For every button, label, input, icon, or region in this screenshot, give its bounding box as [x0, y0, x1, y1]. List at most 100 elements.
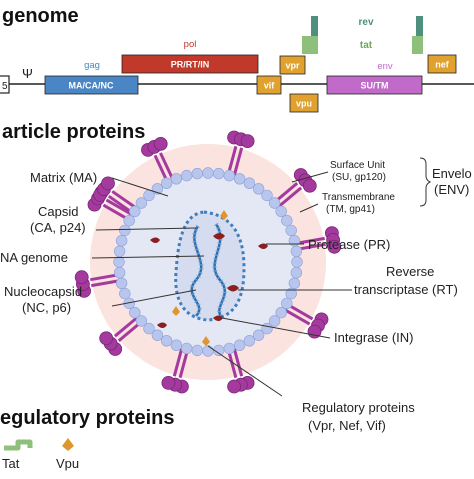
gag-top-label: gag — [84, 60, 100, 71]
nef-gene — [427, 54, 457, 74]
membrane-lipid — [135, 197, 148, 209]
tat-icon — [4, 439, 33, 451]
rt-label-1: Reverse — [386, 264, 434, 279]
membrane-lipid — [113, 267, 126, 279]
membrane-lipid — [115, 235, 128, 247]
membrane-lipid — [135, 315, 148, 327]
membrane-lipid — [285, 287, 297, 300]
rna-bases-1 — [189, 224, 204, 318]
envelope-bracket — [419, 157, 432, 207]
membrane-lipid — [291, 256, 303, 268]
ltr-box — [0, 75, 10, 94]
rev-exon-1 — [311, 16, 318, 36]
regulatory-label-2: (Vpr, Nef, Vif) — [308, 418, 386, 433]
membrane-lipid — [170, 173, 183, 185]
env-box-label: SU/TM — [361, 81, 389, 91]
membrane-lipid — [252, 329, 265, 341]
membrane-lipid — [202, 167, 214, 179]
membrane-lipid — [281, 214, 293, 227]
protease-label: Protease (PR) — [308, 237, 390, 252]
vpu-icon — [62, 438, 74, 451]
membrane-lipid — [113, 245, 126, 258]
membrane-lipid — [115, 277, 128, 289]
rna-genome-label: NA genome — [0, 250, 68, 265]
particle-heading: article proteins — [2, 121, 145, 143]
membrane-lipid — [290, 267, 303, 279]
regulatory-protein-1 — [220, 210, 228, 220]
regulatory-leader — [207, 345, 283, 397]
su-label-1: Surface Unit — [330, 160, 385, 171]
nef-label: nef — [435, 60, 450, 70]
membrane-lipid — [191, 344, 204, 357]
regulatory-heading: egulatory proteins — [0, 407, 174, 429]
gag-box-label: MA/CA/NC — [69, 81, 114, 91]
membrane-lipid — [160, 177, 173, 189]
matrix-leader — [111, 177, 169, 197]
membrane-lipid — [223, 342, 236, 355]
gag-gene — [44, 75, 139, 95]
glycoprotein-spikes — [74, 130, 342, 394]
env-top-label: env — [377, 61, 393, 72]
capsid-label-1: Capsid — [38, 204, 78, 219]
membrane-lipid — [129, 205, 141, 218]
vif-label: vif — [264, 81, 276, 91]
membrane-lipid — [113, 256, 125, 268]
membrane-lipid — [275, 306, 287, 319]
matrix-label: Matrix (MA) — [30, 170, 97, 185]
membrane-lipid — [119, 287, 131, 300]
membrane-lipid — [170, 339, 183, 351]
membrane-lipid — [290, 245, 303, 258]
genome-heading: genome — [2, 5, 79, 27]
membrane-lipid — [243, 335, 256, 347]
membrane-lipid — [202, 345, 214, 357]
nucleocapsid-leader — [111, 289, 197, 307]
tat-exon-2 — [412, 36, 423, 54]
lipid-membrane — [113, 167, 303, 357]
membrane-lipid — [181, 342, 193, 355]
vpr-label: vpr — [285, 61, 300, 71]
membrane-lipid — [129, 306, 141, 319]
membrane-lipid — [119, 224, 131, 237]
tat-label: tat — [360, 40, 373, 51]
psi-label: Ψ — [22, 66, 33, 81]
glycoprotein-spike — [74, 270, 124, 298]
nucleocapsid-label-2: (NC, p6) — [22, 300, 71, 315]
membrane-lipid — [143, 322, 155, 335]
nucleocapsid-label-1: Nucleocapsid — [4, 284, 82, 299]
membrane-lipid — [181, 169, 193, 182]
integrase-label: Integrase (IN) — [334, 330, 413, 345]
tm-label-1: Transmembrane — [322, 192, 395, 203]
vpr-gene — [279, 55, 306, 75]
pol-top-label: pol — [184, 39, 197, 50]
capsid-label-2: (CA, p24) — [30, 220, 86, 235]
regulatory-protein-3 — [202, 336, 210, 346]
membrane-lipid — [233, 173, 246, 185]
membrane-lipid — [191, 167, 204, 180]
tm-leader — [299, 203, 319, 213]
vpu-legend-label: Vpu — [56, 456, 79, 471]
integrase-enzyme — [157, 315, 223, 328]
rev-exon-2 — [416, 16, 423, 36]
membrane-lipid — [243, 177, 256, 189]
membrane-lipid — [252, 183, 265, 195]
su-leader — [291, 171, 329, 183]
membrane-lipid — [213, 167, 225, 180]
glycoprotein-spike — [99, 314, 145, 356]
rt-label-2: transcriptase (RT) — [354, 282, 458, 297]
rna-strand-2 — [213, 223, 227, 319]
membrane-lipid — [285, 224, 297, 237]
rev-label: rev — [358, 17, 373, 28]
integrase-leader — [221, 317, 331, 339]
membrane-lipid — [288, 277, 301, 289]
membrane-lipid — [151, 329, 164, 341]
rna-leader — [91, 255, 205, 259]
membrane-lipid — [268, 197, 281, 209]
vif-gene — [256, 75, 282, 95]
ltr-label: 5 — [2, 81, 8, 92]
membrane-lipid — [275, 205, 287, 218]
membrane-lipid — [268, 315, 281, 327]
vpu-gene — [289, 93, 319, 113]
vpu-label: vpu — [296, 99, 312, 109]
